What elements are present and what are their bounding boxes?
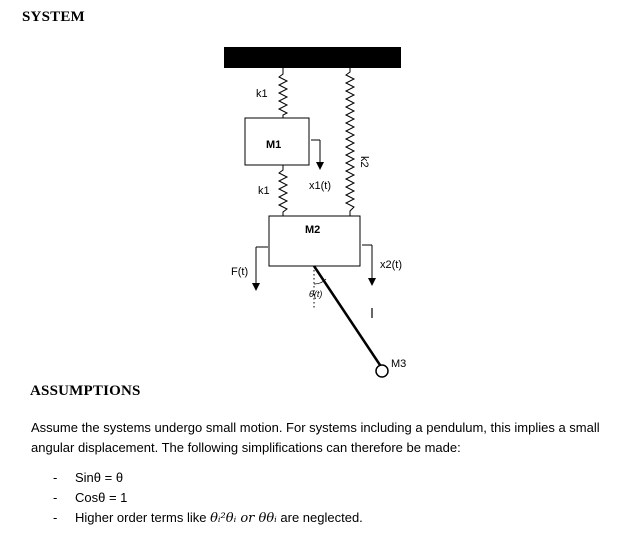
mass-m2 bbox=[268, 215, 361, 267]
list-item: - Cosθ = 1 bbox=[31, 488, 363, 508]
label-theta: θ(t) bbox=[309, 289, 322, 299]
list-item: - Sinθ = θ bbox=[31, 468, 363, 488]
label-force: F(t) bbox=[231, 266, 248, 278]
label-m1: M1 bbox=[266, 139, 281, 151]
mass-m1 bbox=[244, 117, 310, 166]
list-item: - Higher order terms like θᵢ²θᵢ or θθᵢ a… bbox=[31, 508, 363, 528]
mechanical-system-diagram: k1 M1 k2 x1(t) k1 M2 F(t) x2(t) θ(t) M3 bbox=[224, 47, 406, 378]
assumptions-heading: ASSUMPTIONS bbox=[30, 383, 141, 399]
assumptions-paragraph: Assume the systems undergo small motion.… bbox=[31, 420, 600, 455]
list-item-text: Cosθ = 1 bbox=[75, 490, 128, 505]
label-k2: k2 bbox=[358, 156, 370, 168]
ceiling-support bbox=[224, 47, 401, 68]
spring-k1-middle bbox=[277, 165, 289, 216]
label-m2: M2 bbox=[305, 224, 320, 236]
list-item-text: Sinθ = θ bbox=[75, 470, 124, 485]
label-m3: M3 bbox=[391, 358, 406, 370]
bullet-dash: - bbox=[53, 510, 58, 525]
label-x1: x1(t) bbox=[309, 180, 331, 192]
label-k1-middle: k1 bbox=[258, 185, 270, 197]
bullet-dash: - bbox=[53, 490, 58, 505]
simplifications-list: - Sinθ = θ - Cosθ = 1 - Higher order ter… bbox=[31, 468, 363, 528]
list-item-suffix: are neglected. bbox=[276, 510, 363, 525]
list-item-math: θᵢ²θᵢ or θθᵢ bbox=[210, 511, 277, 526]
spring-k2 bbox=[344, 68, 356, 216]
list-item-prefix: Higher order terms like bbox=[75, 510, 211, 525]
pendulum-bob-m3 bbox=[375, 364, 389, 378]
label-k1-top: k1 bbox=[256, 88, 268, 100]
system-heading: SYSTEM bbox=[22, 9, 85, 25]
theta-angle-arc bbox=[313, 278, 327, 285]
label-x2: x2(t) bbox=[380, 259, 402, 271]
pendulum-rod bbox=[312, 265, 384, 369]
spring-k1-top bbox=[277, 68, 289, 118]
bullet-dash: - bbox=[53, 470, 58, 485]
